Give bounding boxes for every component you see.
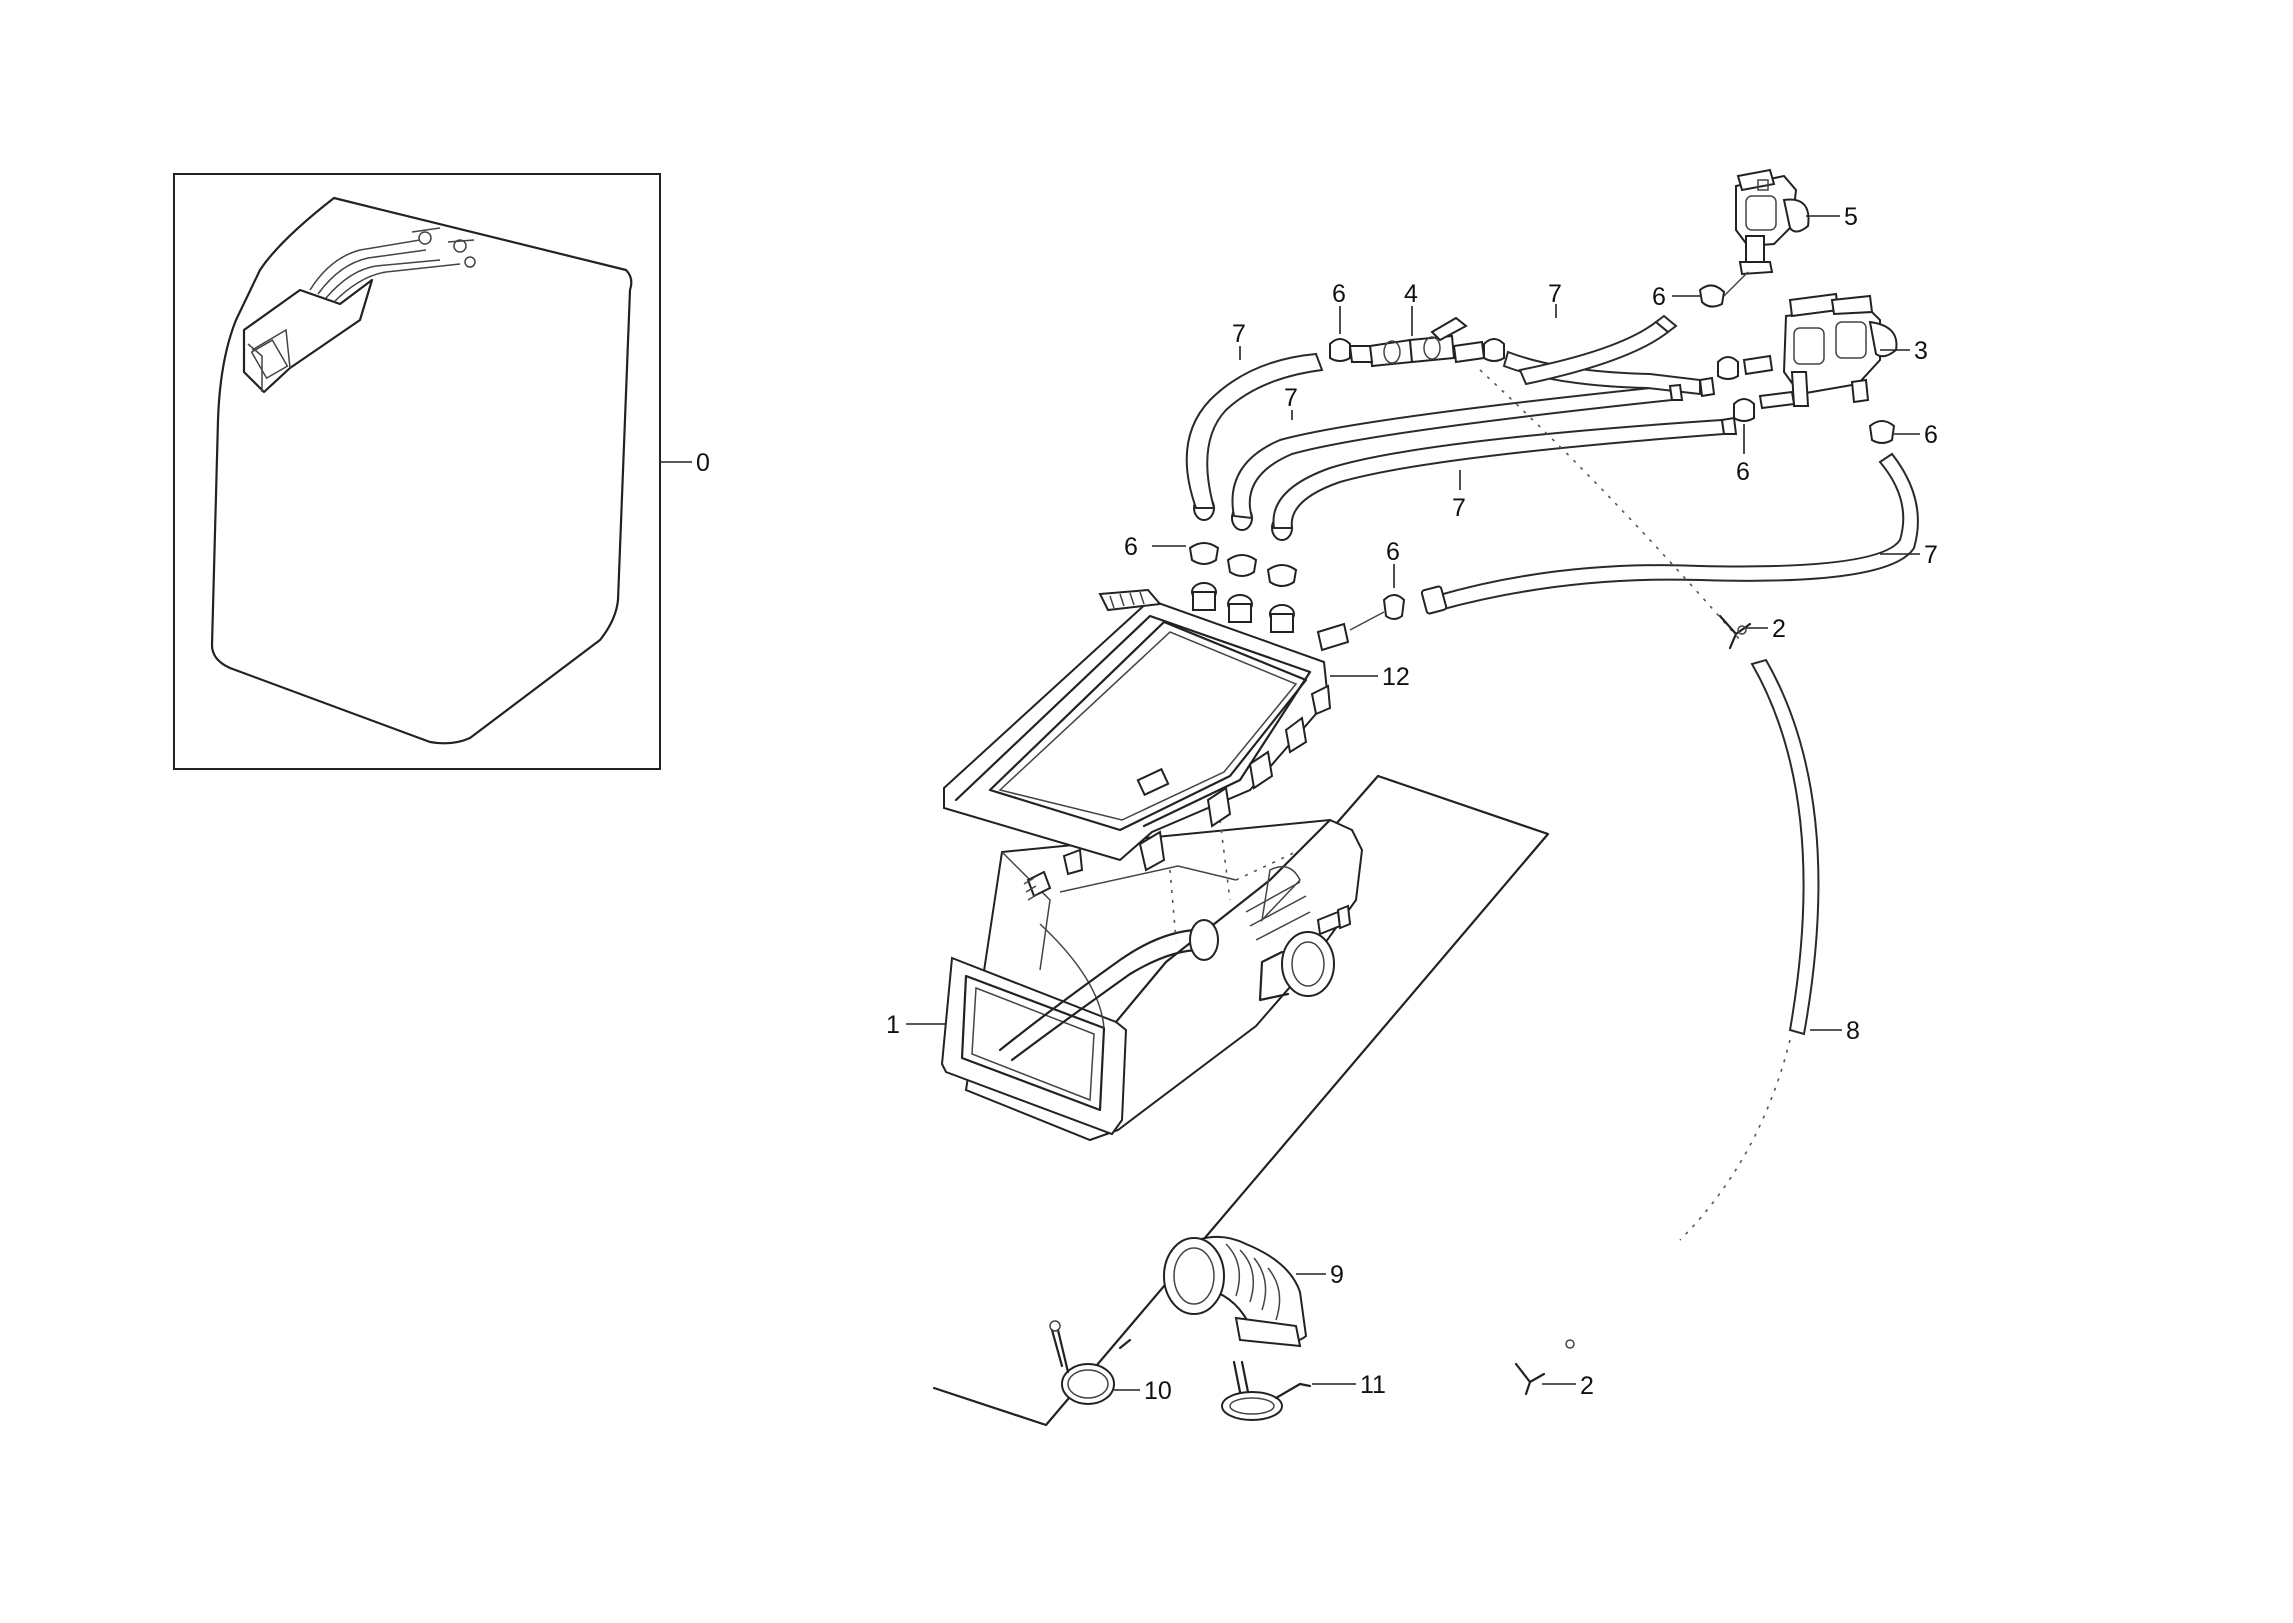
dispenser-housing-1 — [906, 818, 1364, 1142]
callout-6-top: 6 — [1332, 280, 1346, 308]
hoses-7 — [1185, 304, 1920, 615]
callout-8: 8 — [1846, 1017, 1860, 1045]
callout-labels: 0 1 2 2 3 4 5 6 6 6 6 6 6 7 7 7 7 8 9 10… — [696, 203, 1938, 1405]
dispenser-cover-12 — [943, 588, 1378, 876]
clip-2-lower — [1514, 1339, 1576, 1396]
callout-6-valve3-right: 6 — [1924, 421, 1938, 449]
callout-1: 1 — [886, 1011, 900, 1039]
clip-2-upper — [1718, 614, 1768, 650]
callout-9: 9 — [1330, 1261, 1344, 1289]
clamp-ring-10 — [1049, 1320, 1140, 1405]
inlet-connectors — [1152, 495, 1298, 633]
callout-11: 11 — [1360, 1371, 1386, 1399]
bellows-9 — [1163, 1235, 1326, 1348]
valve-3 — [1717, 292, 1920, 454]
overview-inset — [173, 173, 692, 770]
connector-4 — [1329, 306, 1505, 368]
callout-2-upper: 2 — [1772, 615, 1786, 643]
callout-10: 10 — [1144, 1377, 1172, 1405]
callout-7-left: 7 — [1232, 320, 1246, 348]
callout-6-valve5: 6 — [1652, 283, 1666, 311]
callout-5: 5 — [1844, 203, 1858, 231]
callout-6-cover: 6 — [1386, 538, 1400, 566]
clamp-ring-11 — [1221, 1360, 1356, 1421]
callout-6-left: 6 — [1124, 533, 1138, 561]
callout-12: 12 — [1382, 663, 1410, 691]
callout-7-right: 7 — [1924, 541, 1938, 569]
callout-4: 4 — [1404, 280, 1418, 308]
callout-3: 3 — [1914, 337, 1928, 365]
callout-6-valve3-left: 6 — [1736, 458, 1750, 486]
callout-2-lower: 2 — [1580, 1372, 1594, 1400]
hose-8 — [1479, 369, 1842, 1241]
clamp-6-cover — [1349, 564, 1406, 631]
callout-7-top: 7 — [1548, 280, 1562, 308]
callout-7-middle: 7 — [1284, 384, 1298, 412]
valve-5 — [1672, 168, 1840, 308]
callout-0: 0 — [696, 449, 710, 477]
callout-7-lower: 7 — [1452, 494, 1466, 522]
